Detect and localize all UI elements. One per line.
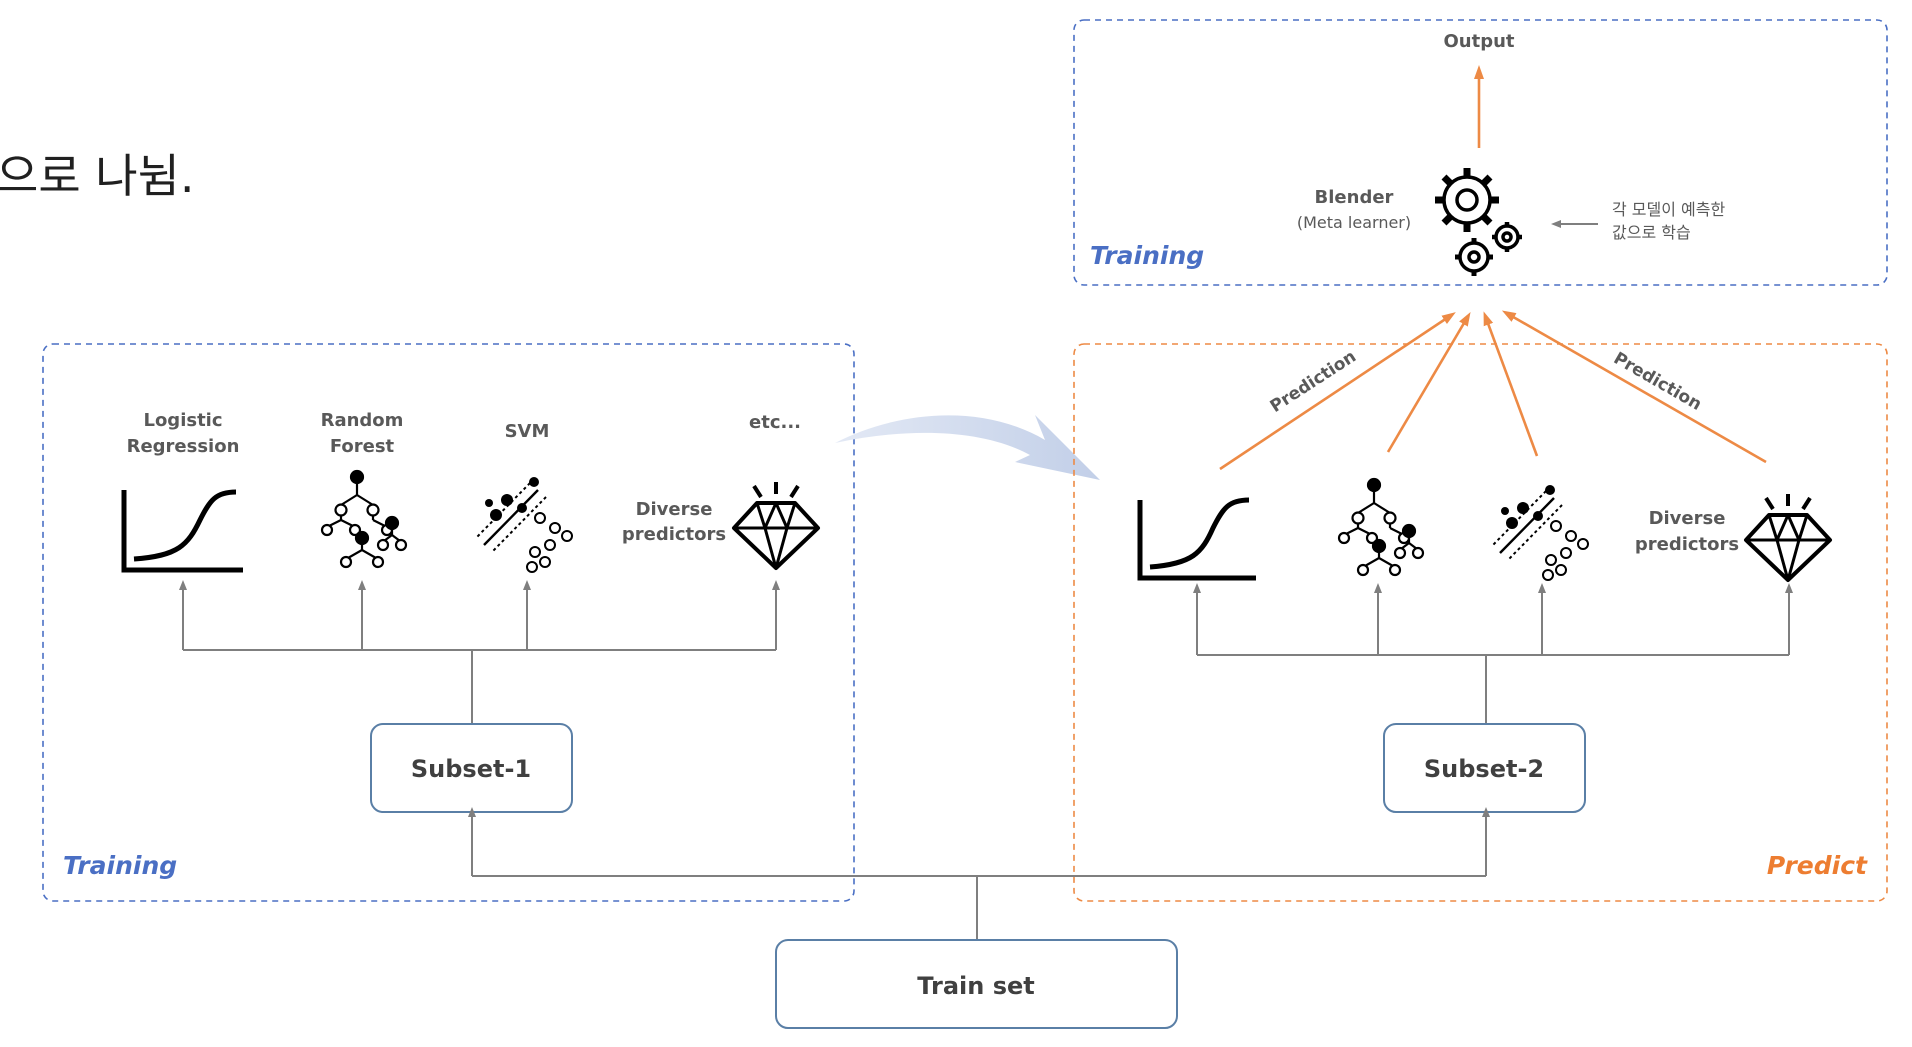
gears-icon bbox=[1435, 168, 1522, 276]
blender-subtitle: (Meta learner) bbox=[1297, 213, 1411, 232]
blender-title: Blender bbox=[1315, 187, 1394, 208]
model-label-etc: etc... bbox=[749, 412, 801, 433]
decision-tree-icon bbox=[320, 469, 408, 569]
prediction-arrow-2 bbox=[1386, 311, 1471, 453]
diamond-icon bbox=[1744, 494, 1832, 582]
subset-1-box: Subset-1 bbox=[370, 723, 573, 813]
model-label-forest-2: Forest bbox=[330, 436, 395, 457]
note-line-1: 각 모델이 예측한 bbox=[1612, 200, 1725, 219]
subset-1-label: Subset-1 bbox=[411, 755, 531, 783]
left-stage-label: Training bbox=[63, 851, 177, 880]
prediction-arrow-4 bbox=[1501, 310, 1767, 464]
diverse-label-2: predictors bbox=[622, 524, 726, 545]
left-training-panel: Logistic Regression Random Forest SVM et… bbox=[42, 343, 855, 902]
svm-scatter-icon bbox=[1491, 485, 1589, 581]
top-training-panel: Output Blender (Meta learner) bbox=[1073, 19, 1888, 286]
model-label-logistic-2: Regression bbox=[127, 436, 240, 457]
top-stage-label: Training bbox=[1090, 241, 1204, 270]
transfer-arrow bbox=[835, 415, 1100, 480]
diverse-label-2: predictors bbox=[1635, 534, 1739, 555]
svm-scatter-icon bbox=[475, 477, 573, 573]
subset-2-box: Subset-2 bbox=[1383, 723, 1586, 813]
diverse-label-1: Diverse bbox=[1649, 508, 1726, 529]
right-stage-label: Predict bbox=[1767, 851, 1868, 880]
output-label: Output bbox=[1443, 31, 1514, 52]
model-label-forest-1: Random bbox=[321, 410, 404, 431]
model-label-svm: SVM bbox=[505, 421, 550, 442]
subset-2-label: Subset-2 bbox=[1424, 755, 1544, 783]
train-set-label: Train set bbox=[917, 972, 1034, 1000]
heading-fragment: 으로 나뉨. bbox=[0, 149, 195, 203]
right-predict-panel: Diverse predictors Subset-2 Predict Pr bbox=[1073, 310, 1888, 902]
decision-tree-icon bbox=[1337, 477, 1425, 577]
logistic-curve-icon bbox=[1137, 497, 1256, 581]
model-label-logistic-1: Logistic bbox=[143, 410, 222, 431]
prediction-arrow-3 bbox=[1483, 311, 1539, 457]
diverse-label-1: Diverse bbox=[636, 499, 713, 520]
train-set-box: Train set bbox=[775, 939, 1178, 1029]
prediction-arrow-1 bbox=[1219, 312, 1456, 471]
note-line-2: 값으로 학습 bbox=[1612, 223, 1691, 242]
logistic-curve-icon bbox=[121, 489, 243, 573]
diamond-icon bbox=[732, 482, 820, 570]
